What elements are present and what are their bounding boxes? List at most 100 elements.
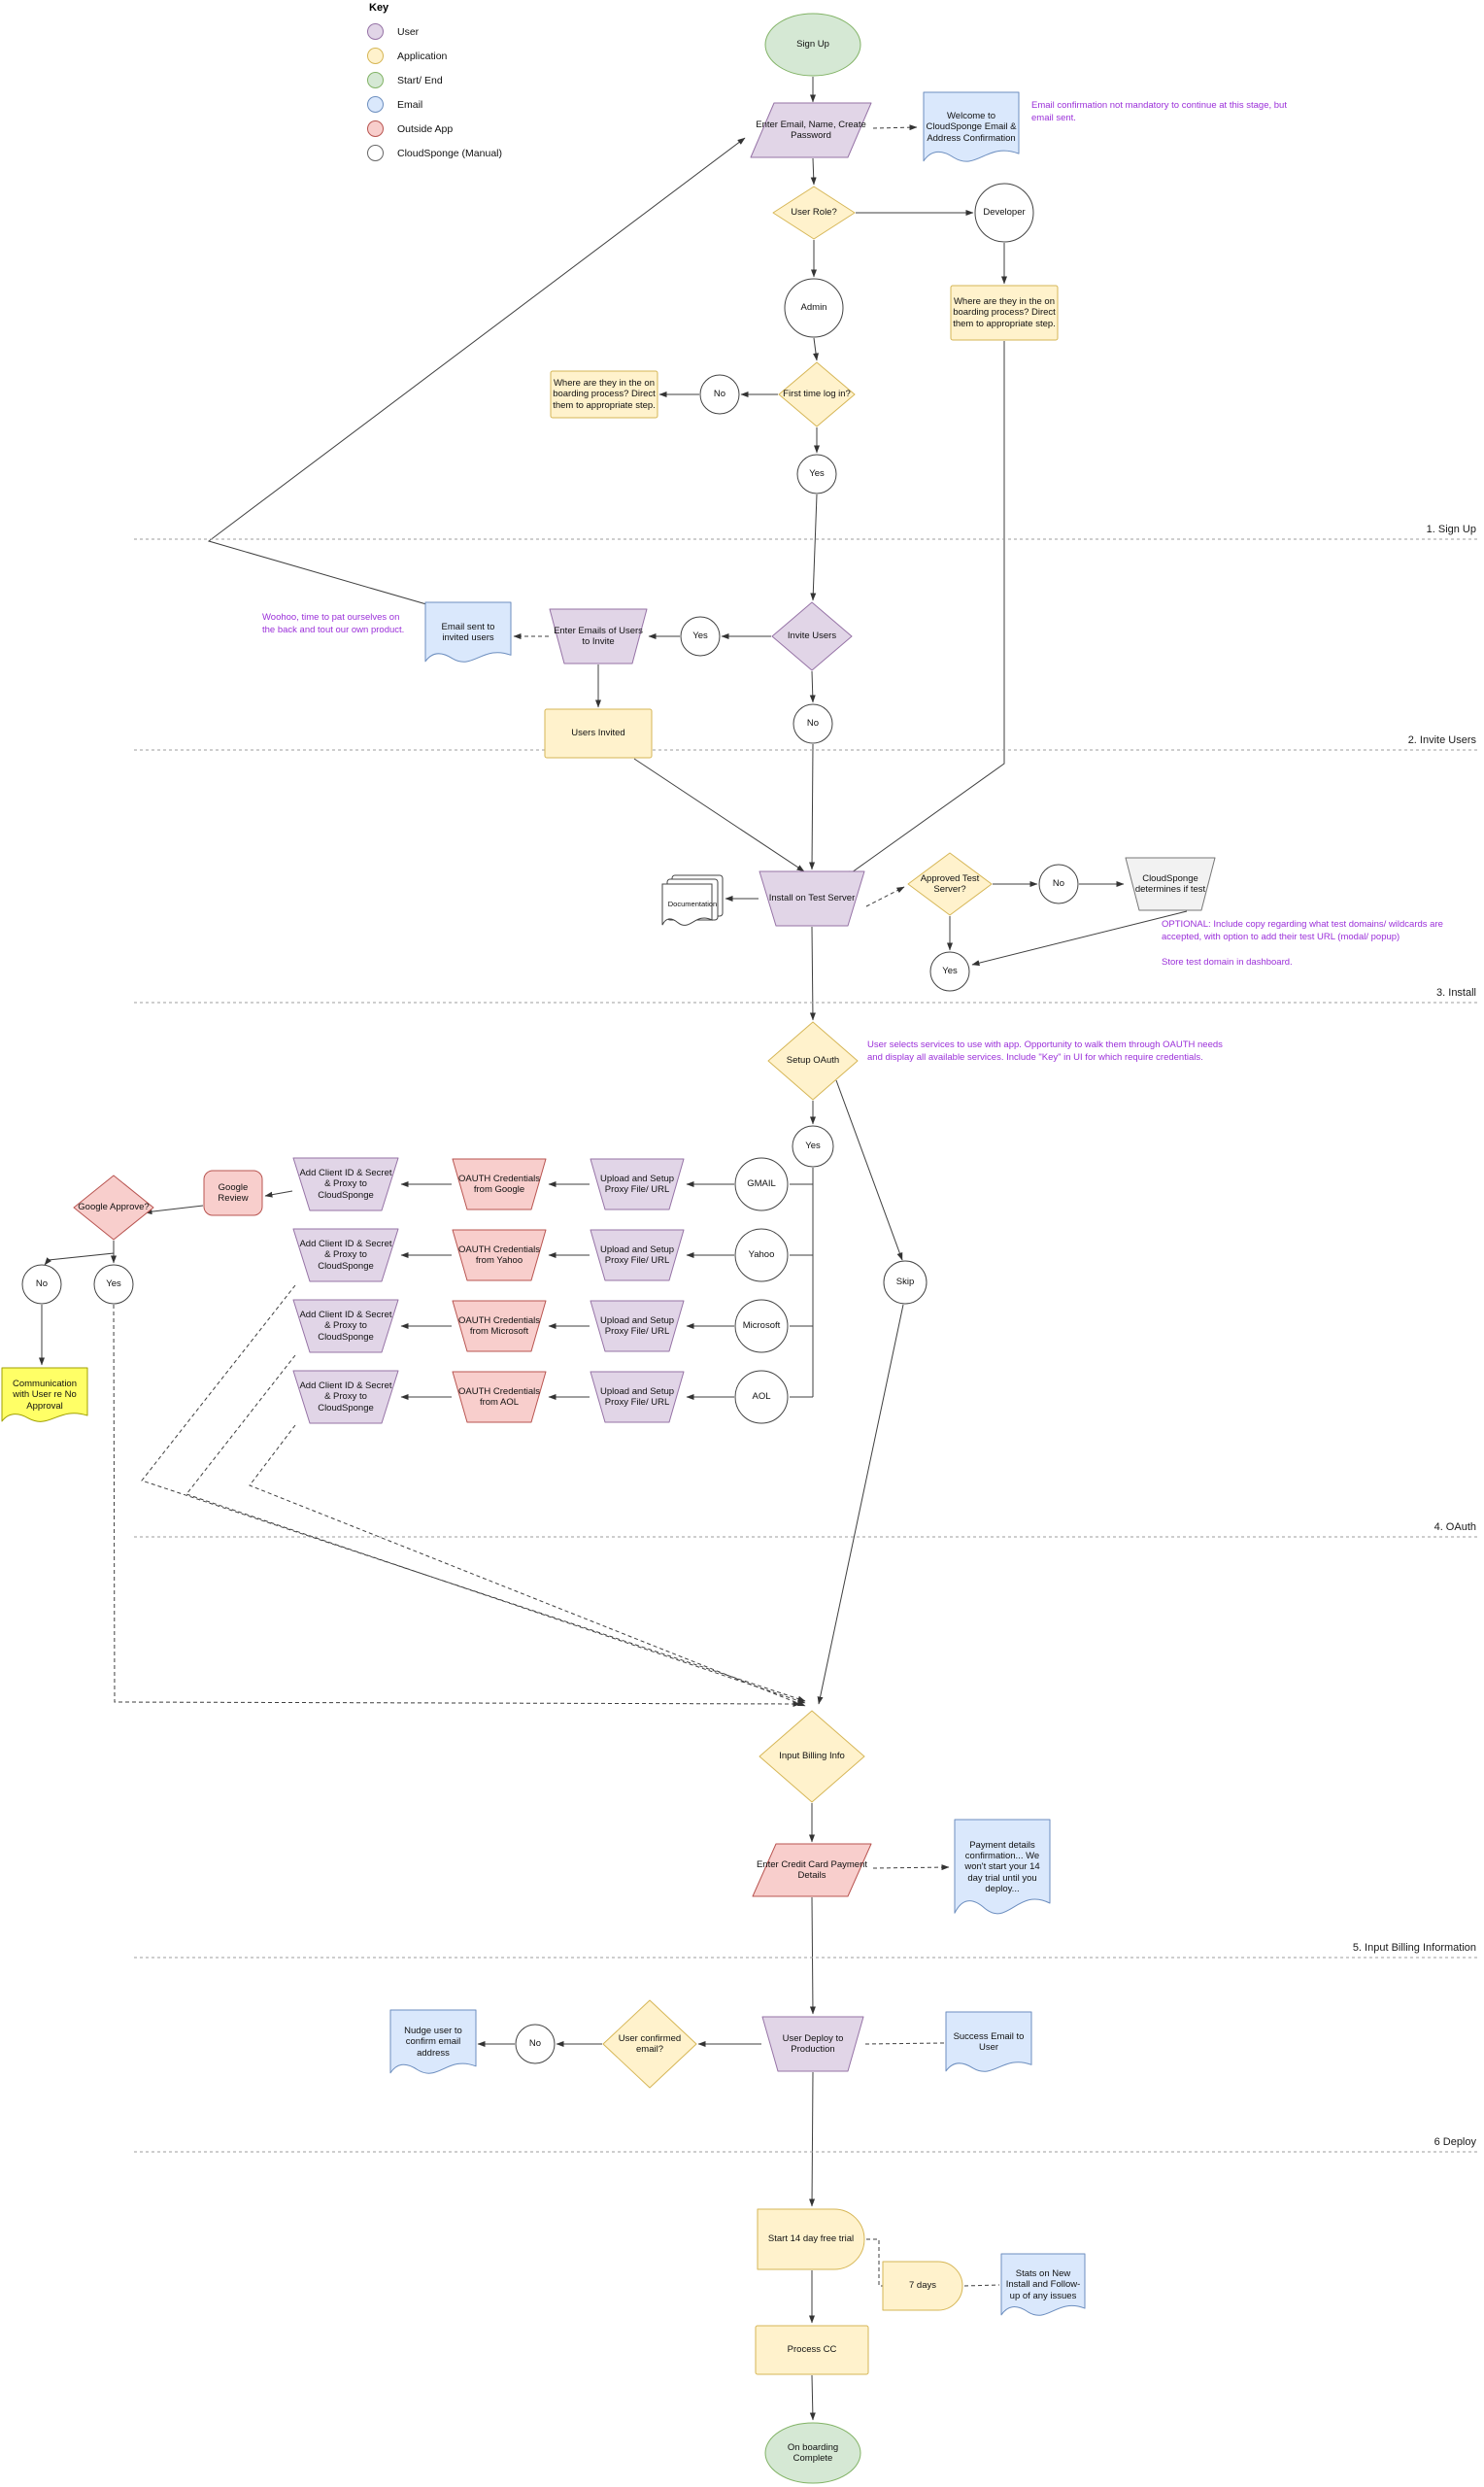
node-approved-test-server: Approved Test Server?	[907, 852, 993, 916]
node-label-setup-oauth: Setup OAuth	[786, 1055, 840, 1067]
node-label-upload-proxy-google: Upload and Setup Proxy File/ URL	[599, 1173, 675, 1195]
node-process-cc: Process CC	[755, 2325, 869, 2375]
node-label-yes-first-time: Yes	[809, 468, 825, 480]
node-google-review: Google Review	[203, 1170, 263, 1216]
node-no-confirmed: No	[515, 2024, 556, 2064]
node-setup-oauth: Setup OAuth	[767, 1021, 859, 1101]
legend-item-3: Email	[367, 92, 502, 117]
node-add-client-microsoft: Add Client ID & Secret & Proxy to CloudS…	[292, 1299, 399, 1353]
node-seven-days: 7 days	[882, 2261, 963, 2311]
node-yahoo: Yahoo	[734, 1228, 789, 1282]
node-label-no-confirmed: No	[528, 2038, 542, 2050]
node-label-developer-onboarding-note: Where are they in the on boarding proces…	[953, 296, 1056, 329]
node-label-add-client-google: Add Client ID & Secret & Proxy to CloudS…	[299, 1168, 392, 1201]
node-oauth-cred-yahoo: OAUTH Credentials from Yahoo	[452, 1229, 547, 1281]
node-oauth-cred-microsoft: OAUTH Credentials from Microsoft	[452, 1300, 547, 1352]
node-no-approved: No	[1038, 864, 1079, 904]
node-label-start-trial: Start 14 day free trial	[767, 2233, 855, 2245]
node-label-users-invited: Users Invited	[571, 728, 625, 739]
node-label-enter-email: Enter Email, Name, Create Password	[756, 119, 866, 141]
node-install-test-server: Install on Test Server	[759, 870, 865, 927]
node-label-stats-doc: Stats on New Install and Follow-up of an…	[1005, 2268, 1081, 2301]
node-label-upload-proxy-yahoo: Upload and Setup Proxy File/ URL	[599, 1244, 675, 1266]
node-user-role: User Role?	[772, 186, 856, 240]
node-label-gmail: GMAIL	[747, 1178, 776, 1190]
legend-item-4: Outside App	[367, 117, 502, 141]
section-label-2: 2. Invite Users	[1407, 734, 1476, 746]
node-yes-first-time: Yes	[796, 454, 837, 494]
node-start-trial: Start 14 day free trial	[757, 2208, 865, 2270]
node-enter-cc: Enter Credit Card Payment Details	[752, 1843, 872, 1897]
node-label-nudge-doc: Nudge user to confirm email address	[404, 2026, 462, 2059]
section-label-3: 3. Install	[1436, 987, 1476, 999]
node-label-yes-oauth: Yes	[805, 1141, 821, 1152]
legend-item-label: Email	[397, 98, 423, 111]
node-success-doc: Success Email to User	[945, 2011, 1032, 2073]
legend-item-0: User	[367, 19, 502, 44]
node-label-add-client-microsoft: Add Client ID & Secret & Proxy to CloudS…	[299, 1310, 392, 1343]
node-label-add-client-yahoo: Add Client ID & Secret & Proxy to CloudS…	[299, 1239, 392, 1272]
node-stats-doc: Stats on New Install and Follow-up of an…	[1000, 2253, 1086, 2317]
node-label-welcome-email-doc: Welcome to CloudSponge Email & Address C…	[926, 111, 1017, 144]
node-sign-up: Sign Up	[764, 13, 861, 77]
node-label-install-test-server: Install on Test Server	[768, 893, 856, 904]
node-label-success-doc: Success Email to User	[953, 2030, 1025, 2053]
node-label-invite-email-doc: Email sent to invited users	[441, 621, 495, 643]
node-enter-email: Enter Email, Name, Create Password	[750, 102, 872, 158]
node-label-enter-cc: Enter Credit Card Payment Details	[756, 1858, 868, 1881]
node-label-onboarding-complete: On boarding Complete	[787, 2441, 839, 2464]
node-label-no-approved: No	[1052, 878, 1065, 890]
node-label-google-review: Google Review	[218, 1181, 249, 1204]
section-label-6: 6 Deploy	[1433, 2136, 1476, 2148]
annotation-note-3: OPTIONAL: Include copy regarding what te…	[1162, 919, 1443, 942]
node-label-yahoo: Yahoo	[748, 1249, 775, 1261]
node-developer-onboarding-note: Where are they in the on boarding proces…	[950, 285, 1059, 341]
node-aol: AOL	[734, 1370, 789, 1424]
node-label-oauth-cred-google: OAUTH Credentials from Google	[458, 1173, 540, 1195]
node-label-no-first-time: No	[713, 389, 726, 400]
node-oauth-cred-aol: OAUTH Credentials from AOL	[452, 1371, 547, 1423]
node-upload-proxy-microsoft: Upload and Setup Proxy File/ URL	[590, 1300, 685, 1352]
node-admin: Admin	[784, 278, 844, 338]
legend-swatch-icon	[367, 48, 384, 64]
node-label-skip: Skip	[895, 1277, 915, 1288]
node-label-user-confirmed-email: User confirmed email?	[618, 2032, 682, 2055]
node-label-admin-onboarding-note: Where are they in the on boarding proces…	[553, 378, 656, 411]
node-yes-approved: Yes	[929, 951, 970, 992]
node-label-upload-proxy-aol: Upload and Setup Proxy File/ URL	[599, 1385, 675, 1408]
node-label-user-deploy: User Deploy to Production	[782, 2032, 844, 2055]
node-label-enter-invite-emails: Enter Emails of Users to Invite	[554, 625, 643, 647]
node-label-payment-doc: Payment details confirmation... We won't…	[964, 1839, 1040, 1894]
node-add-client-google: Add Client ID & Secret & Proxy to CloudS…	[292, 1157, 399, 1211]
node-gmail: GMAIL	[734, 1157, 789, 1211]
node-first-time-login: First time log in?	[778, 361, 856, 427]
node-label-aol: AOL	[752, 1391, 771, 1403]
node-onboarding-complete: On boarding Complete	[764, 2422, 861, 2484]
node-developer: Developer	[974, 183, 1034, 243]
node-upload-proxy-aol: Upload and Setup Proxy File/ URL	[590, 1371, 685, 1423]
node-label-upload-proxy-microsoft: Upload and Setup Proxy File/ URL	[599, 1314, 675, 1337]
node-input-billing: Input Billing Info	[759, 1710, 865, 1803]
node-label-developer: Developer	[983, 207, 1026, 219]
node-yes-google: Yes	[93, 1264, 134, 1305]
node-label-cloudsponge-determines: CloudSponge determines if test	[1134, 872, 1206, 895]
legend-item-label: Application	[397, 50, 448, 62]
node-label-yes-approved: Yes	[942, 966, 958, 977]
annotation-note-5: User selects services to use with app. O…	[867, 1039, 1223, 1063]
node-add-client-yahoo: Add Client ID & Secret & Proxy to CloudS…	[292, 1228, 399, 1282]
node-invite-email-doc: Email sent to invited users	[424, 601, 512, 664]
node-label-oauth-cred-aol: OAUTH Credentials from AOL	[458, 1385, 540, 1408]
legend-swatch-icon	[367, 120, 384, 137]
node-admin-onboarding-note: Where are they in the on boarding proces…	[550, 370, 658, 419]
node-label-approved-test-server: Approved Test Server?	[920, 872, 980, 895]
node-upload-proxy-yahoo: Upload and Setup Proxy File/ URL	[590, 1229, 685, 1281]
node-label-oauth-cred-yahoo: OAUTH Credentials from Yahoo	[458, 1244, 540, 1266]
node-label-no-google: No	[35, 1278, 49, 1290]
node-cloudsponge-determines: CloudSponge determines if test	[1125, 857, 1216, 911]
legend-item-5: CloudSponge (Manual)	[367, 141, 502, 165]
node-yes-oauth: Yes	[792, 1125, 834, 1168]
node-label-yes-google: Yes	[106, 1278, 121, 1290]
